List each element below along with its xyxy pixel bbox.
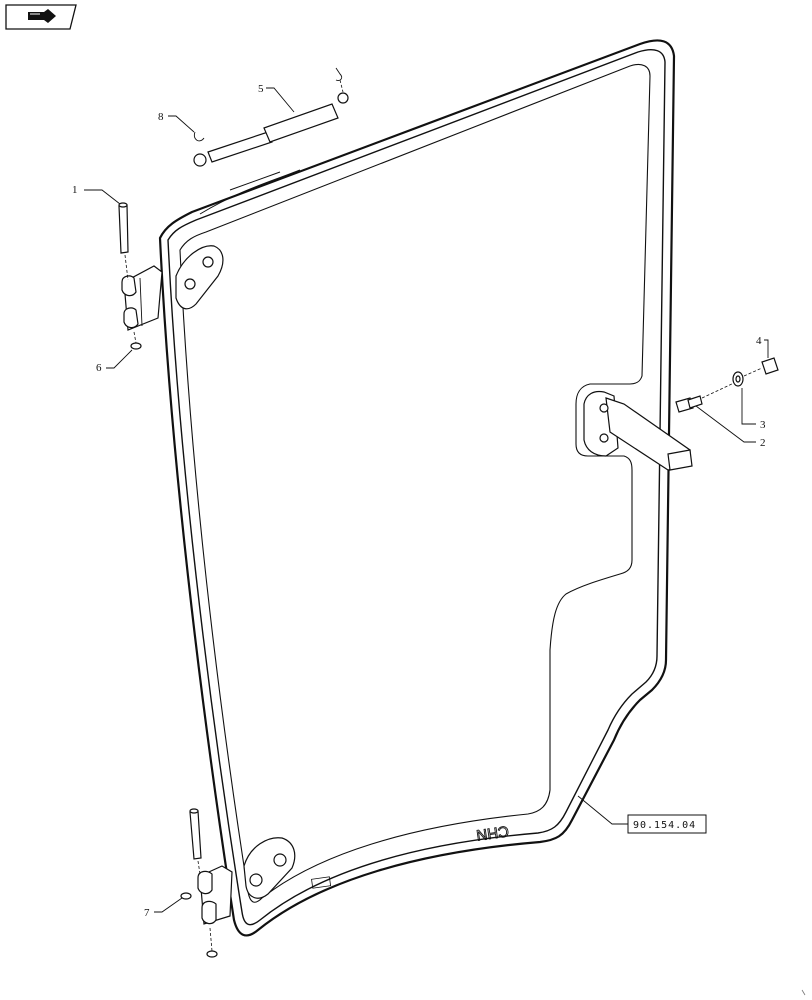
gas-strut (193, 92, 349, 167)
glass-marking: CHN (475, 822, 510, 844)
retaining-clip-upper (130, 331, 142, 350)
hinge-pin-lower (189, 808, 202, 875)
callout-5[interactable]: 5 (258, 83, 264, 95)
washer (732, 371, 744, 387)
svg-text:3: 3 (760, 419, 766, 431)
svg-text:8: 8 (158, 111, 164, 123)
hinge-pin-upper (118, 202, 129, 281)
strut-clip (193, 67, 344, 142)
svg-text:6: 6 (96, 362, 102, 374)
callout-3[interactable]: 3 (760, 419, 766, 431)
svg-text:2: 2 (760, 437, 766, 449)
scan-mark (801, 989, 806, 996)
reference-link-box[interactable]: 90.154.04 (627, 814, 707, 834)
back-nav-button[interactable] (5, 4, 77, 30)
svg-text:90.154.04: 90.154.04 (633, 820, 696, 831)
svg-text:1: 1 (72, 184, 78, 196)
back-arrow-icon (28, 9, 56, 23)
svg-text:5: 5 (258, 83, 264, 95)
svg-text:CHN: CHN (475, 822, 510, 843)
latch-bolt (675, 381, 737, 413)
door-frame (158, 39, 676, 937)
callout-1[interactable]: 1 (72, 184, 78, 196)
lower-hinge (197, 837, 296, 925)
callout-4[interactable]: 4 (756, 335, 762, 347)
glass-label-plate (311, 876, 332, 889)
leader-lines (84, 87, 769, 913)
callout-7[interactable]: 7 (144, 907, 150, 919)
nut (743, 357, 779, 377)
callout-2[interactable]: 2 (760, 437, 766, 449)
door-lock-bracket (583, 390, 693, 471)
callout-8[interactable]: 8 (158, 111, 164, 123)
retaining-clip-lower (180, 892, 218, 958)
svg-text:4: 4 (756, 335, 762, 347)
upper-hinge (121, 245, 224, 331)
svg-text:7: 7 (144, 907, 150, 919)
callout-6[interactable]: 6 (96, 362, 102, 374)
